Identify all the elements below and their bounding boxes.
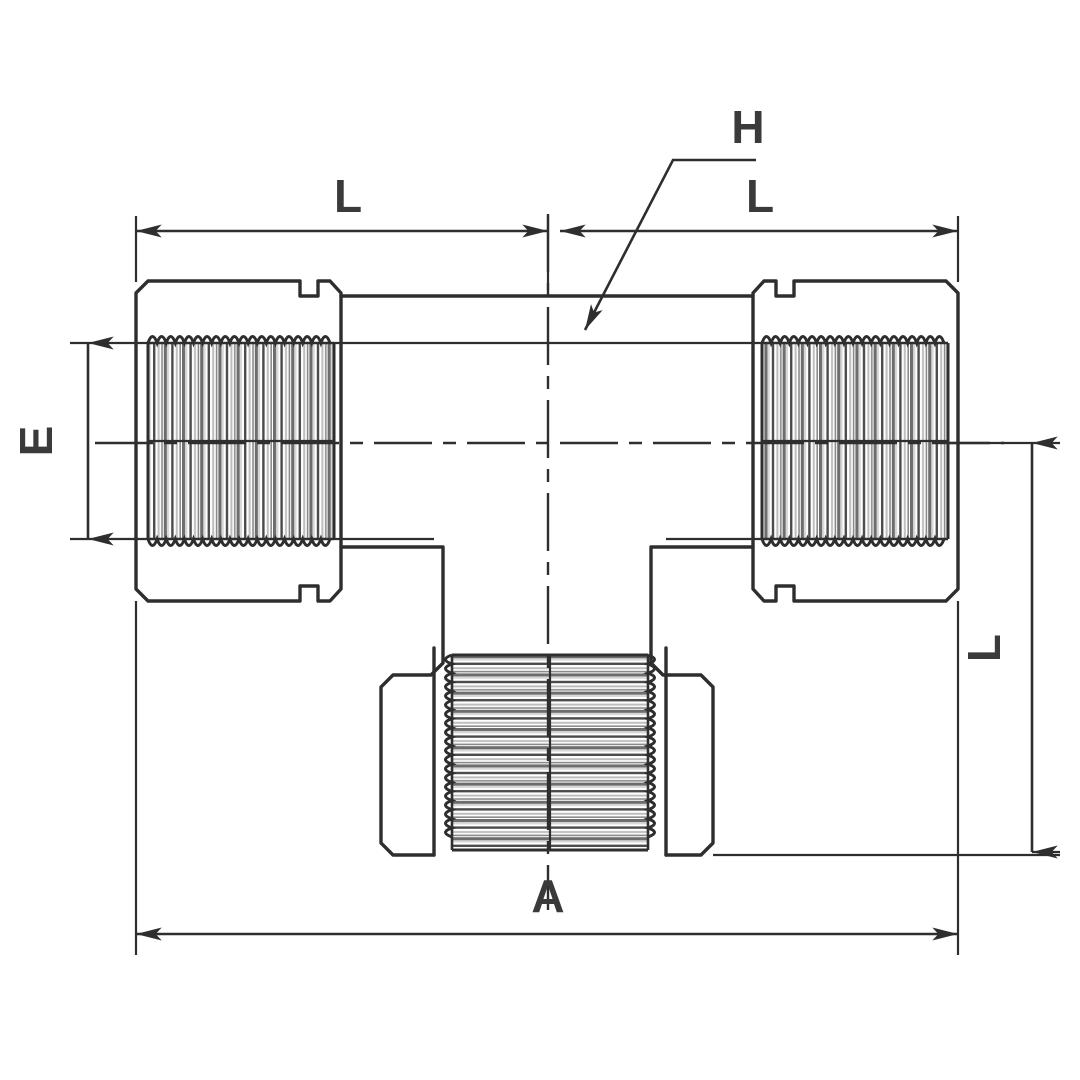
dim-label-h: H <box>731 101 764 153</box>
leader-h: H <box>583 101 765 331</box>
dimension-e-left: E <box>10 336 114 546</box>
left-branch-shoulder <box>339 545 445 857</box>
dim-label-l-right: L <box>958 634 1010 662</box>
dim-label-l-top-right: L <box>746 170 774 222</box>
dimension-l-top-right: L <box>560 170 958 238</box>
right-arm-thread-group <box>760 335 950 547</box>
dimension-l-top-left: L <box>136 170 548 238</box>
right-branch-shoulder <box>649 545 755 857</box>
dim-label-l-top-left: L <box>334 170 362 222</box>
dimension-a-bottom: A <box>136 870 958 941</box>
dimension-l-right: L <box>958 436 1058 859</box>
left-arm-body <box>134 279 343 603</box>
leader-line-h <box>583 158 756 331</box>
right-arm-body <box>751 279 960 603</box>
dim-label-a: A <box>531 870 564 922</box>
dim-label-e: E <box>10 426 62 457</box>
centerlines <box>95 214 1004 910</box>
branch-thread-group <box>444 653 656 852</box>
left-arm-thread-group <box>146 335 336 547</box>
